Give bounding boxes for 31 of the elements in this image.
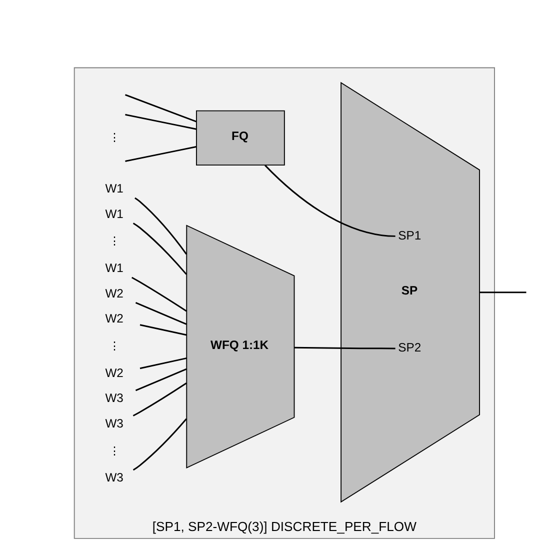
node-box: FQ: [196, 110, 284, 166]
connector: [294, 346, 395, 350]
label: ⋮: [108, 132, 120, 144]
connector: [132, 382, 186, 416]
node-text: W3: [104, 416, 123, 430]
node-text: W1: [104, 206, 123, 221]
node-text: W1: [104, 261, 123, 276]
label: ⋮: [108, 236, 120, 248]
node-text: W3: [104, 391, 123, 406]
connector: [264, 164, 395, 237]
connector: [479, 292, 526, 294]
node-text: W2: [104, 286, 123, 300]
connector: [134, 368, 186, 392]
connector: [124, 114, 196, 130]
connector: [124, 146, 196, 162]
node-box: WFQ 1:1K: [186, 224, 294, 469]
connector: [139, 357, 186, 370]
connector: [124, 94, 196, 122]
connector: [132, 418, 186, 471]
label: ⋮: [108, 445, 120, 458]
connector: [139, 324, 186, 336]
connector: [130, 276, 186, 312]
connector: [134, 302, 186, 325]
connector: [132, 222, 186, 275]
node-text: W3: [104, 470, 123, 485]
node-text: W1: [104, 182, 123, 196]
connector: [134, 197, 187, 255]
node-box: SP1 SP SP2: [340, 82, 480, 503]
node-text: W2: [104, 312, 123, 326]
node-text: W2: [104, 366, 123, 380]
label: ⋮: [108, 340, 120, 353]
